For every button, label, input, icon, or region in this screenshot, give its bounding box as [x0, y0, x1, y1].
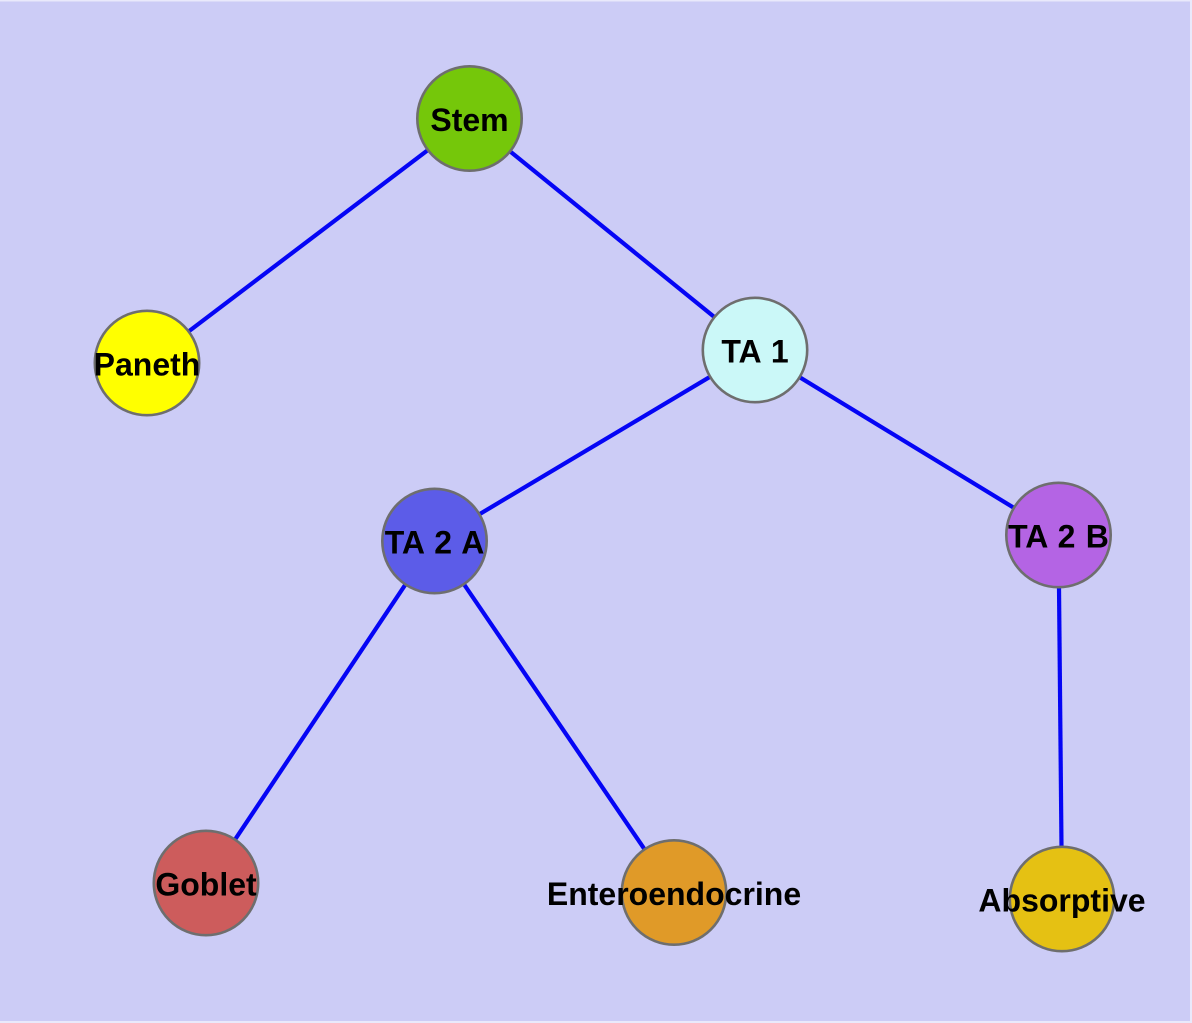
svg-text:Paneth: Paneth	[94, 347, 201, 383]
svg-text:TA 1: TA 1	[721, 334, 788, 370]
svg-text:TA 2 A: TA 2 A	[385, 525, 485, 561]
svg-text:Goblet: Goblet	[155, 867, 257, 903]
svg-text:Enteroendocrine: Enteroendocrine	[547, 876, 801, 912]
svg-text:Absorptive: Absorptive	[978, 883, 1145, 919]
svg-text:TA 2 B: TA 2 B	[1008, 519, 1109, 555]
svg-text:Stem: Stem	[430, 102, 508, 138]
